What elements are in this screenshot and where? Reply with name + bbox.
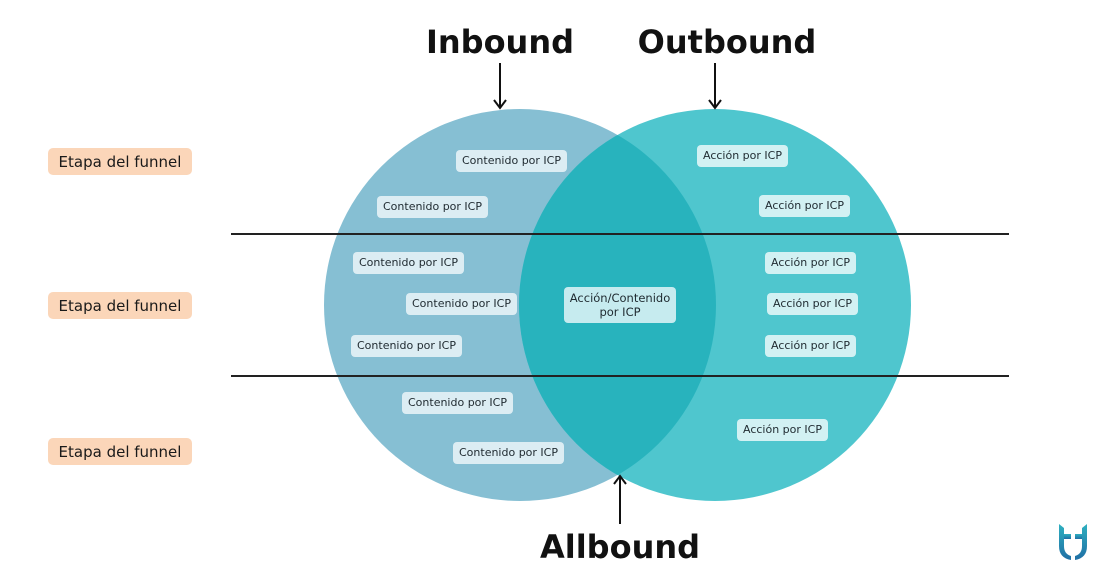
outbound-tag: Acción por ICP — [767, 293, 858, 315]
outbound-tag: Acción por ICP — [765, 335, 856, 357]
inbound-tag: Contenido por ICP — [351, 335, 462, 357]
inbound-title: Inbound — [425, 23, 575, 61]
allbound-title: Allbound — [539, 528, 701, 566]
outbound-tag: Acción por ICP — [759, 195, 850, 217]
inbound-arrow — [499, 63, 501, 108]
inbound-tag: Contenido por ICP — [406, 293, 517, 315]
inbound-tag: Contenido por ICP — [453, 442, 564, 464]
allbound-arrow — [619, 477, 621, 524]
funnel-stage-label-3: Etapa del funnel — [48, 438, 192, 465]
funnel-stage-label-1: Etapa del funnel — [48, 148, 192, 175]
inbound-tag: Contenido por ICP — [456, 150, 567, 172]
inbound-tag: Contenido por ICP — [353, 252, 464, 274]
outbound-arrow — [714, 63, 716, 108]
stage-divider-1 — [231, 233, 1009, 235]
stage-divider-2 — [231, 375, 1009, 377]
outbound-tag: Acción por ICP — [697, 145, 788, 167]
allbound-intersection — [519, 109, 716, 501]
outbound-tag: Acción por ICP — [765, 252, 856, 274]
outbound-title: Outbound — [637, 23, 817, 61]
allbound-arrowhead — [613, 474, 627, 485]
outbound-tag: Acción por ICP — [737, 419, 828, 441]
inbound-tag: Contenido por ICP — [402, 392, 513, 414]
allbound-center-tag: Acción/Contenido por ICP — [564, 287, 676, 323]
brand-logo-icon — [1059, 524, 1087, 560]
inbound-tag: Contenido por ICP — [377, 196, 488, 218]
funnel-stage-label-2: Etapa del funnel — [48, 292, 192, 319]
inbound-arrowhead — [493, 99, 507, 110]
outbound-arrowhead — [708, 99, 722, 110]
